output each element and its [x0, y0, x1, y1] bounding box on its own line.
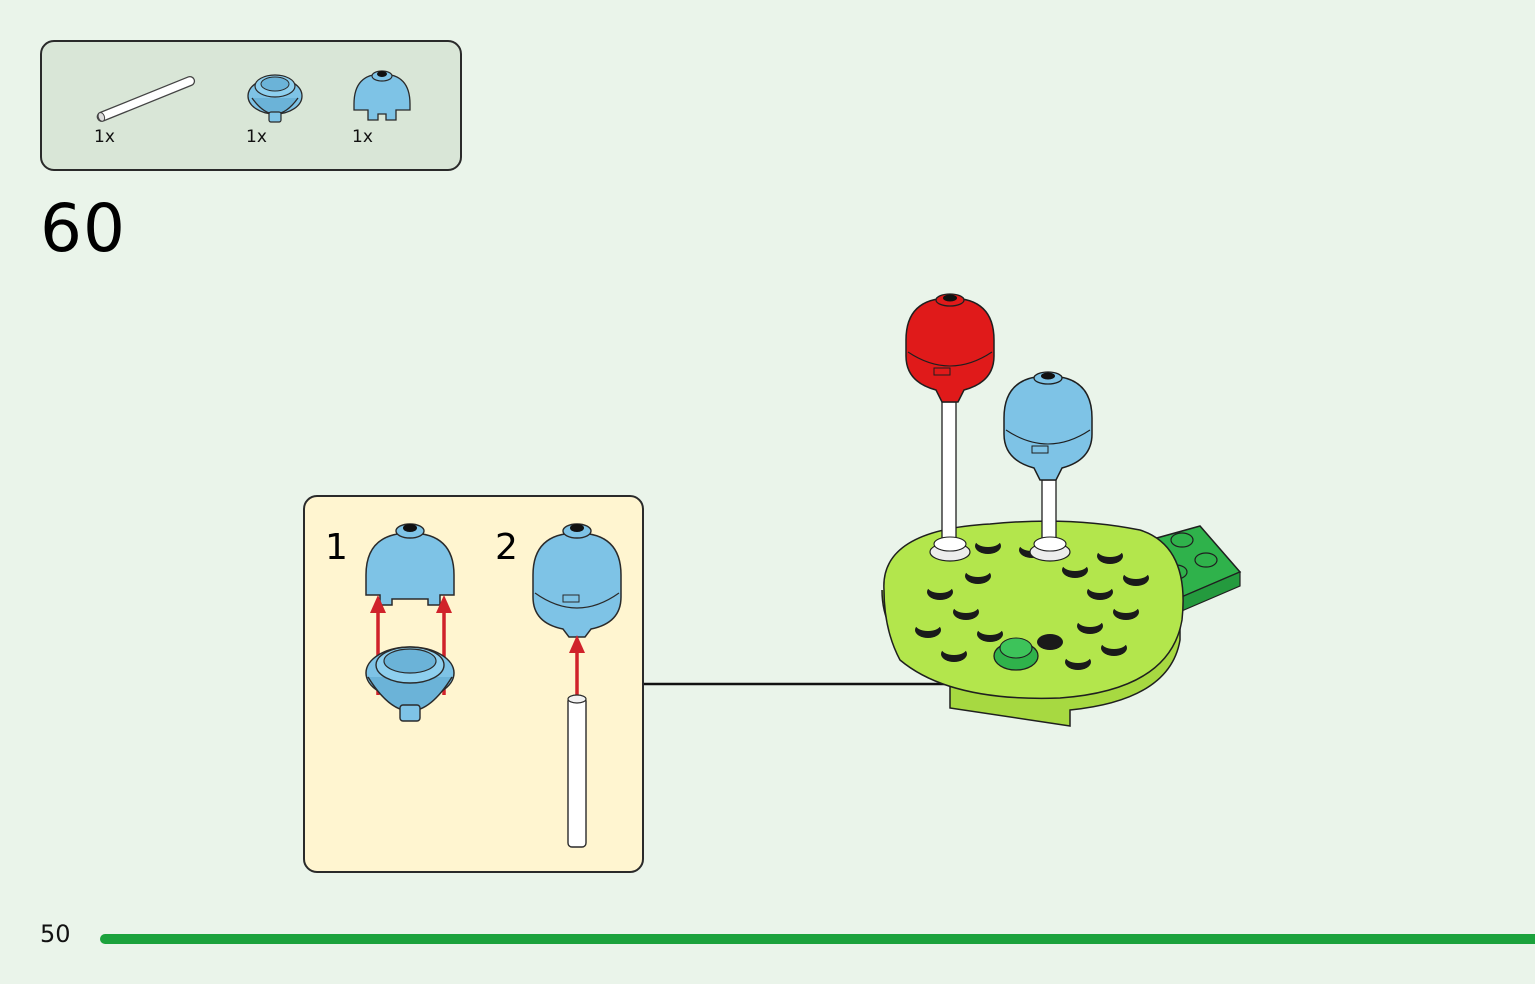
part-qty-dome: 1x [352, 127, 373, 147]
progress-bar [100, 934, 1535, 944]
substep-number-2: 2 [495, 527, 518, 568]
part-qty-base: 1x [246, 127, 267, 147]
step-number: 60 [40, 190, 126, 267]
white-bar-icon [96, 75, 196, 122]
blue-dome-icon [353, 70, 411, 121]
main-model-illustration [881, 293, 1242, 727]
blue-round-base-icon [247, 74, 303, 123]
substep-2-illustration [532, 523, 622, 848]
substep-callout-box: 1 2 [303, 495, 644, 873]
part-qty-bar: 1x [94, 127, 115, 147]
substep-1-illustration [365, 523, 455, 722]
parts-list-box: 1x 1x 1x [40, 40, 462, 171]
substep-number-1: 1 [325, 527, 348, 568]
page-number: 50 [40, 920, 71, 948]
